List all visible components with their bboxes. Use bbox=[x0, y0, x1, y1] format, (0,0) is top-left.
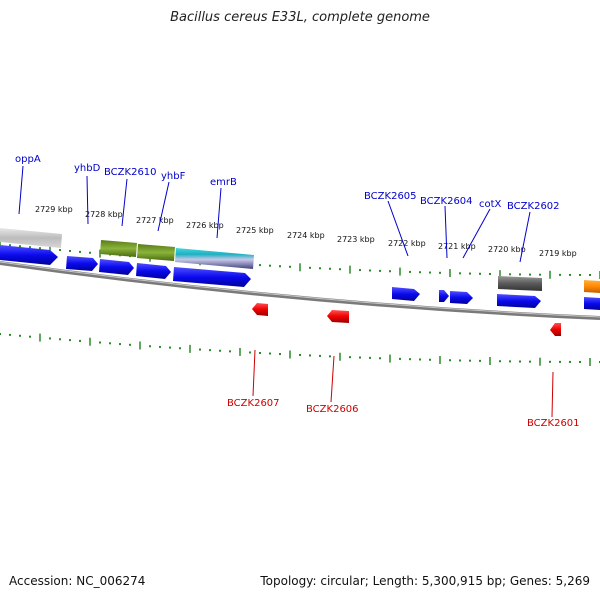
accession-text: Accession: NC_006274 bbox=[9, 574, 146, 588]
scale-label: 2726 kbp bbox=[186, 221, 224, 230]
feature-bar-green bbox=[137, 244, 175, 261]
gene-label-BCZK2602: BCZK2602 bbox=[507, 201, 560, 212]
scale-ticks-reverse bbox=[0, 332, 600, 366]
gene-arrow-reverse bbox=[550, 323, 561, 336]
gene-arrow-reverse bbox=[252, 303, 268, 316]
gene-arrow-forward bbox=[450, 291, 473, 304]
scale-label: 2727 kbp bbox=[136, 216, 174, 225]
gene-label-yhbD: yhbD bbox=[74, 163, 101, 174]
gene-label-BCZK2610: BCZK2610 bbox=[104, 167, 157, 178]
gene-arrow-forward bbox=[0, 245, 58, 265]
scale-label: 2724 kbp bbox=[287, 231, 325, 240]
reverse-gene-labels: BCZK2607 BCZK2606 BCZK2601 bbox=[227, 349, 580, 429]
scale-label: 2725 kbp bbox=[236, 226, 274, 235]
gene-arrow-forward bbox=[584, 297, 600, 310]
gene-label-BCZK2605: BCZK2605 bbox=[364, 191, 417, 202]
gene-label-BCZK2607: BCZK2607 bbox=[227, 398, 280, 409]
genome-summary: Topology: circular; Length: 5,300,915 bp… bbox=[260, 574, 590, 588]
gene-label-yhbF: yhbF bbox=[161, 171, 186, 182]
scale-label: 2719 kbp bbox=[539, 249, 577, 258]
scale-label: 2723 kbp bbox=[337, 235, 375, 244]
feature-track-cog bbox=[0, 228, 600, 293]
gene-label-BCZK2601: BCZK2601 bbox=[527, 418, 580, 429]
scale-labels: 2729 kbp 2728 kbp 2727 kbp 2726 kbp 2725… bbox=[35, 205, 577, 258]
gene-label-emrB: emrB bbox=[210, 177, 237, 188]
gene-arrow-reverse bbox=[327, 310, 349, 323]
map-title: Bacillus cereus E33L, complete genome bbox=[170, 10, 430, 25]
feature-bar-light bbox=[0, 228, 62, 248]
gene-arrow-forward bbox=[66, 256, 98, 271]
gene-arrow-forward bbox=[497, 294, 541, 308]
feature-bar-orange bbox=[584, 280, 600, 293]
reverse-genes bbox=[252, 303, 561, 336]
gene-arrow-forward bbox=[99, 259, 134, 275]
forward-gene-labels: oppA yhbD BCZK2610 yhbF emrB BCZK2605 BC… bbox=[15, 154, 560, 263]
scale-label: 2728 kbp bbox=[85, 210, 123, 219]
gene-arrow-forward bbox=[439, 290, 449, 302]
feature-bar-cyan bbox=[175, 248, 254, 269]
gene-label-oppA: oppA bbox=[15, 154, 41, 165]
gene-arrow-forward bbox=[136, 263, 171, 279]
gene-label-BCZK2604: BCZK2604 bbox=[420, 196, 473, 207]
feature-bar-gray bbox=[498, 276, 542, 291]
gene-label-cotX: cotX bbox=[479, 199, 502, 210]
scale-label: 2721 kbp bbox=[438, 242, 476, 251]
genome-backbone bbox=[0, 261, 600, 320]
gene-arrow-forward bbox=[392, 287, 420, 301]
scale-label: 2729 kbp bbox=[35, 205, 73, 214]
scale-label: 2720 kbp bbox=[488, 245, 526, 254]
gene-label-BCZK2606: BCZK2606 bbox=[306, 404, 359, 415]
forward-genes bbox=[0, 245, 600, 310]
gene-arrow-forward bbox=[173, 267, 251, 287]
scale-label: 2722 kbp bbox=[388, 239, 426, 248]
feature-bar-green bbox=[100, 240, 137, 257]
